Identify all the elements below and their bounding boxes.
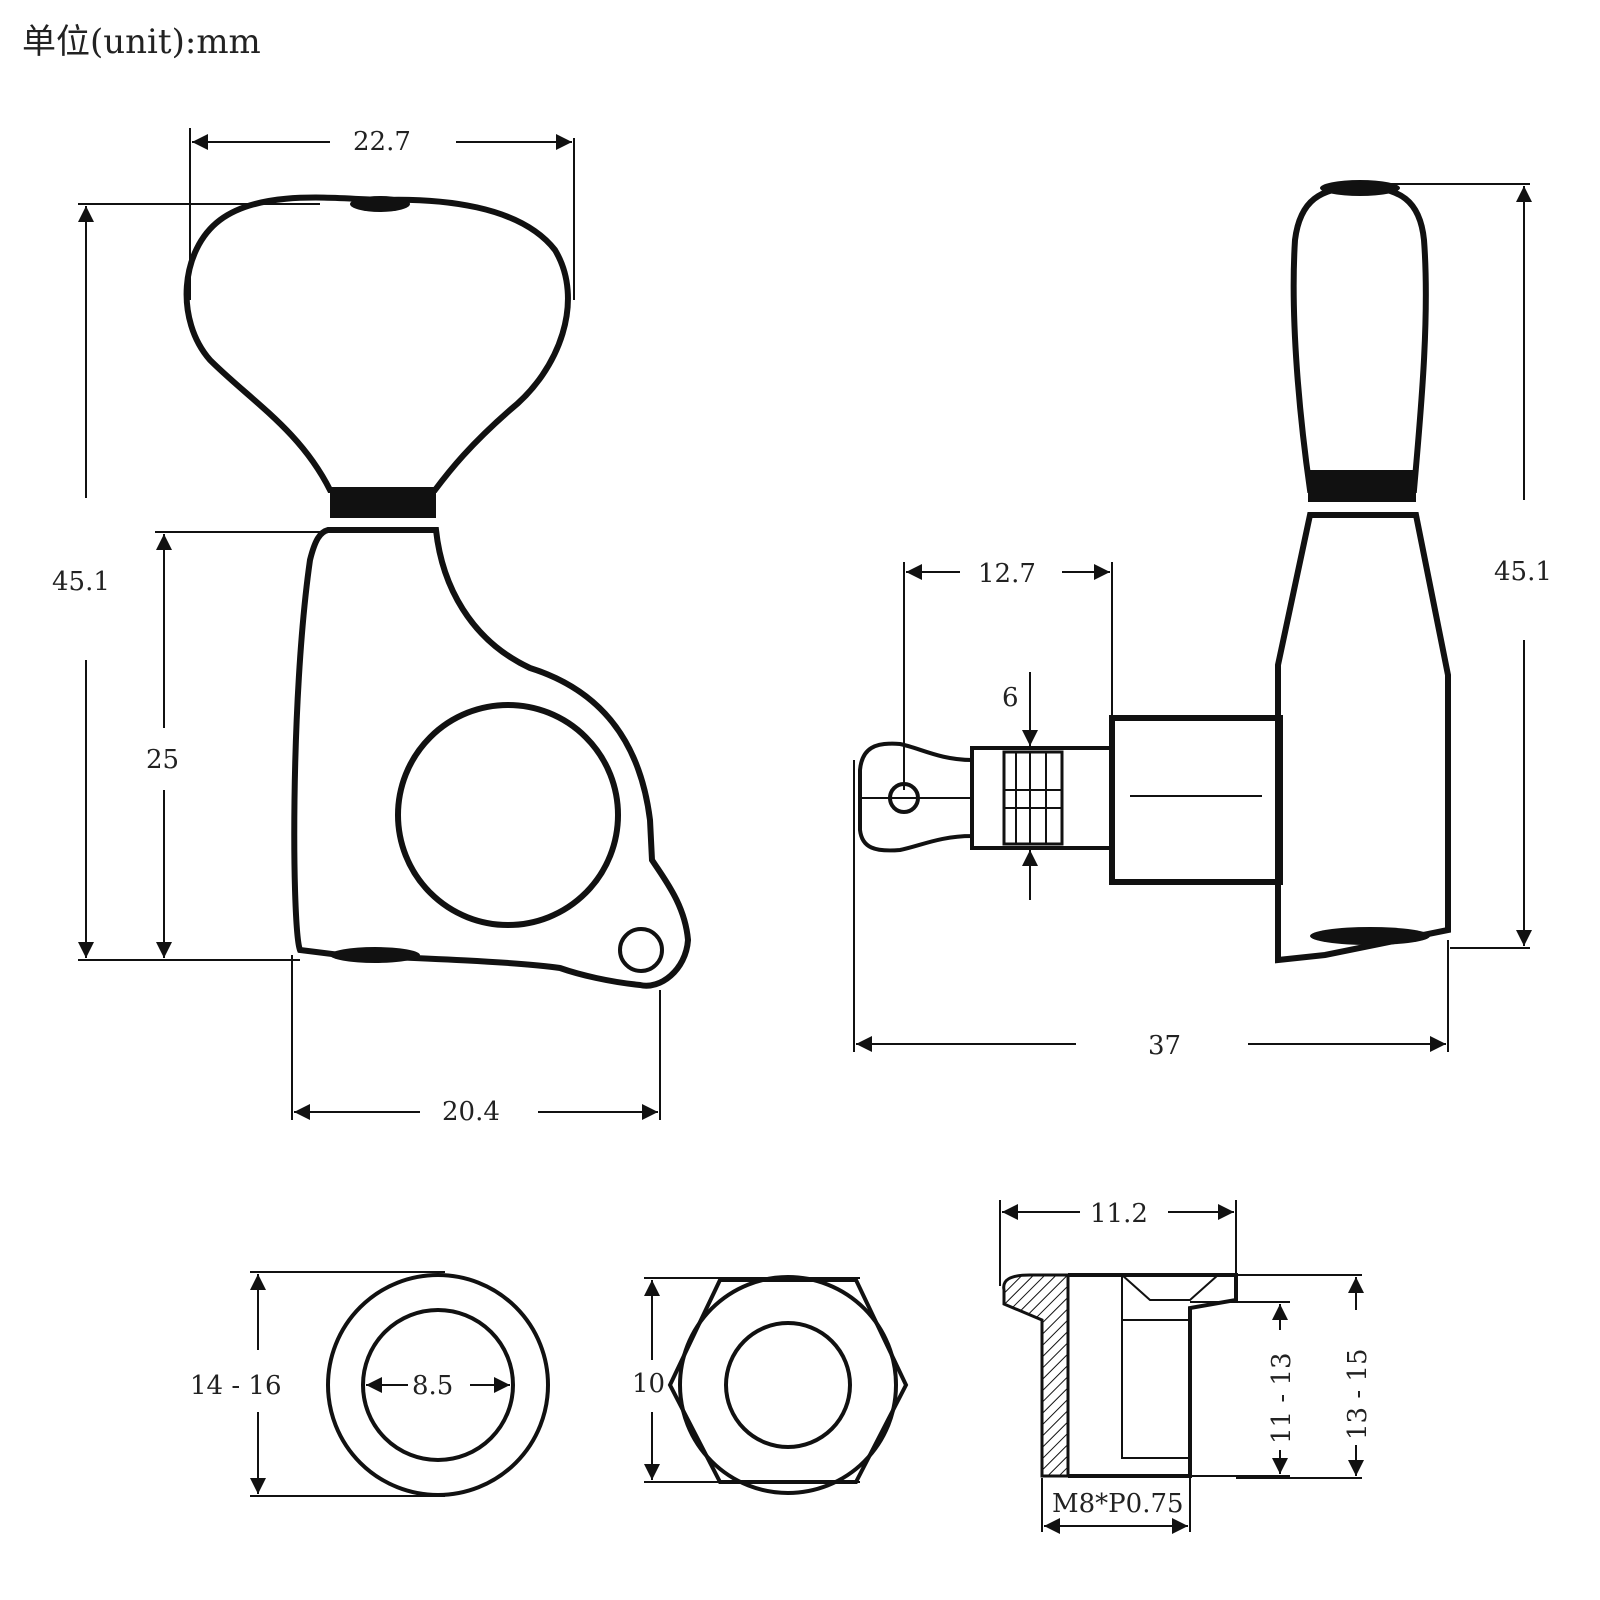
dim-bushing-inner-length: 11 - 13: [1267, 1353, 1297, 1444]
string-post: [970, 746, 1114, 850]
front-view: 22.7 45.1 25 20.4: [52, 127, 692, 1127]
dim-bushing-thread: M8*P0.75: [1052, 1489, 1184, 1519]
dim-front-height-body: 25: [146, 745, 179, 775]
bushing-view: 11.2 11 - 13 13 - 15 M8*P0.75: [999, 1199, 1373, 1534]
dim-front-width-top: 22.7: [353, 127, 411, 157]
post-bushing-ridge: [1002, 750, 1064, 846]
post-tip: [858, 741, 974, 853]
gear-hole: [395, 702, 621, 928]
washer-view: 14 - 16 8.5: [190, 1271, 550, 1497]
dim-side-depth-total: 37: [1148, 1031, 1181, 1061]
dim-front-width-base: 20.4: [442, 1097, 500, 1127]
side-collar: [1308, 470, 1416, 502]
dim-side-post-length: 12.7: [978, 559, 1036, 589]
hex-nut-face: [678, 1275, 898, 1495]
dim-side-post-diameter: 6: [1002, 683, 1019, 713]
button-collar: [330, 492, 436, 518]
tuner-button: [183, 194, 571, 493]
dim-side-height-total: 45.1: [1494, 557, 1552, 587]
dim-bushing-flange: 11.2: [1090, 1199, 1148, 1229]
side-view: 12.7 6 45.1 37: [853, 180, 1552, 1061]
side-housing: [1275, 512, 1451, 964]
dim-washer-inner: 8.5: [412, 1371, 453, 1401]
hex-nut-view: 10: [632, 1275, 909, 1495]
bushing-body: [1068, 1273, 1238, 1478]
side-button: [1290, 182, 1429, 493]
side-button-top: [1320, 180, 1400, 196]
unit-label: 单位(unit):mm: [22, 22, 261, 62]
housing-bottom-highlight: [330, 947, 420, 963]
washer-inner: [361, 1308, 515, 1462]
tuner-housing: [291, 527, 692, 989]
gear-box: [1109, 715, 1283, 885]
hex-nut-bore: [724, 1321, 852, 1449]
side-housing-bottom: [1310, 927, 1430, 945]
screw-hole: [618, 927, 664, 973]
button-top-highlight: [350, 196, 410, 212]
bushing-flange-section: [1002, 1273, 1070, 1478]
bushing-bore: [1121, 1319, 1191, 1459]
dim-front-height-total: 45.1: [52, 567, 110, 597]
dim-hex-nut-flats: 10: [632, 1369, 665, 1399]
dim-washer-outer: 14 - 16: [190, 1371, 281, 1401]
dim-bushing-outer-length: 13 - 15: [1343, 1349, 1373, 1440]
